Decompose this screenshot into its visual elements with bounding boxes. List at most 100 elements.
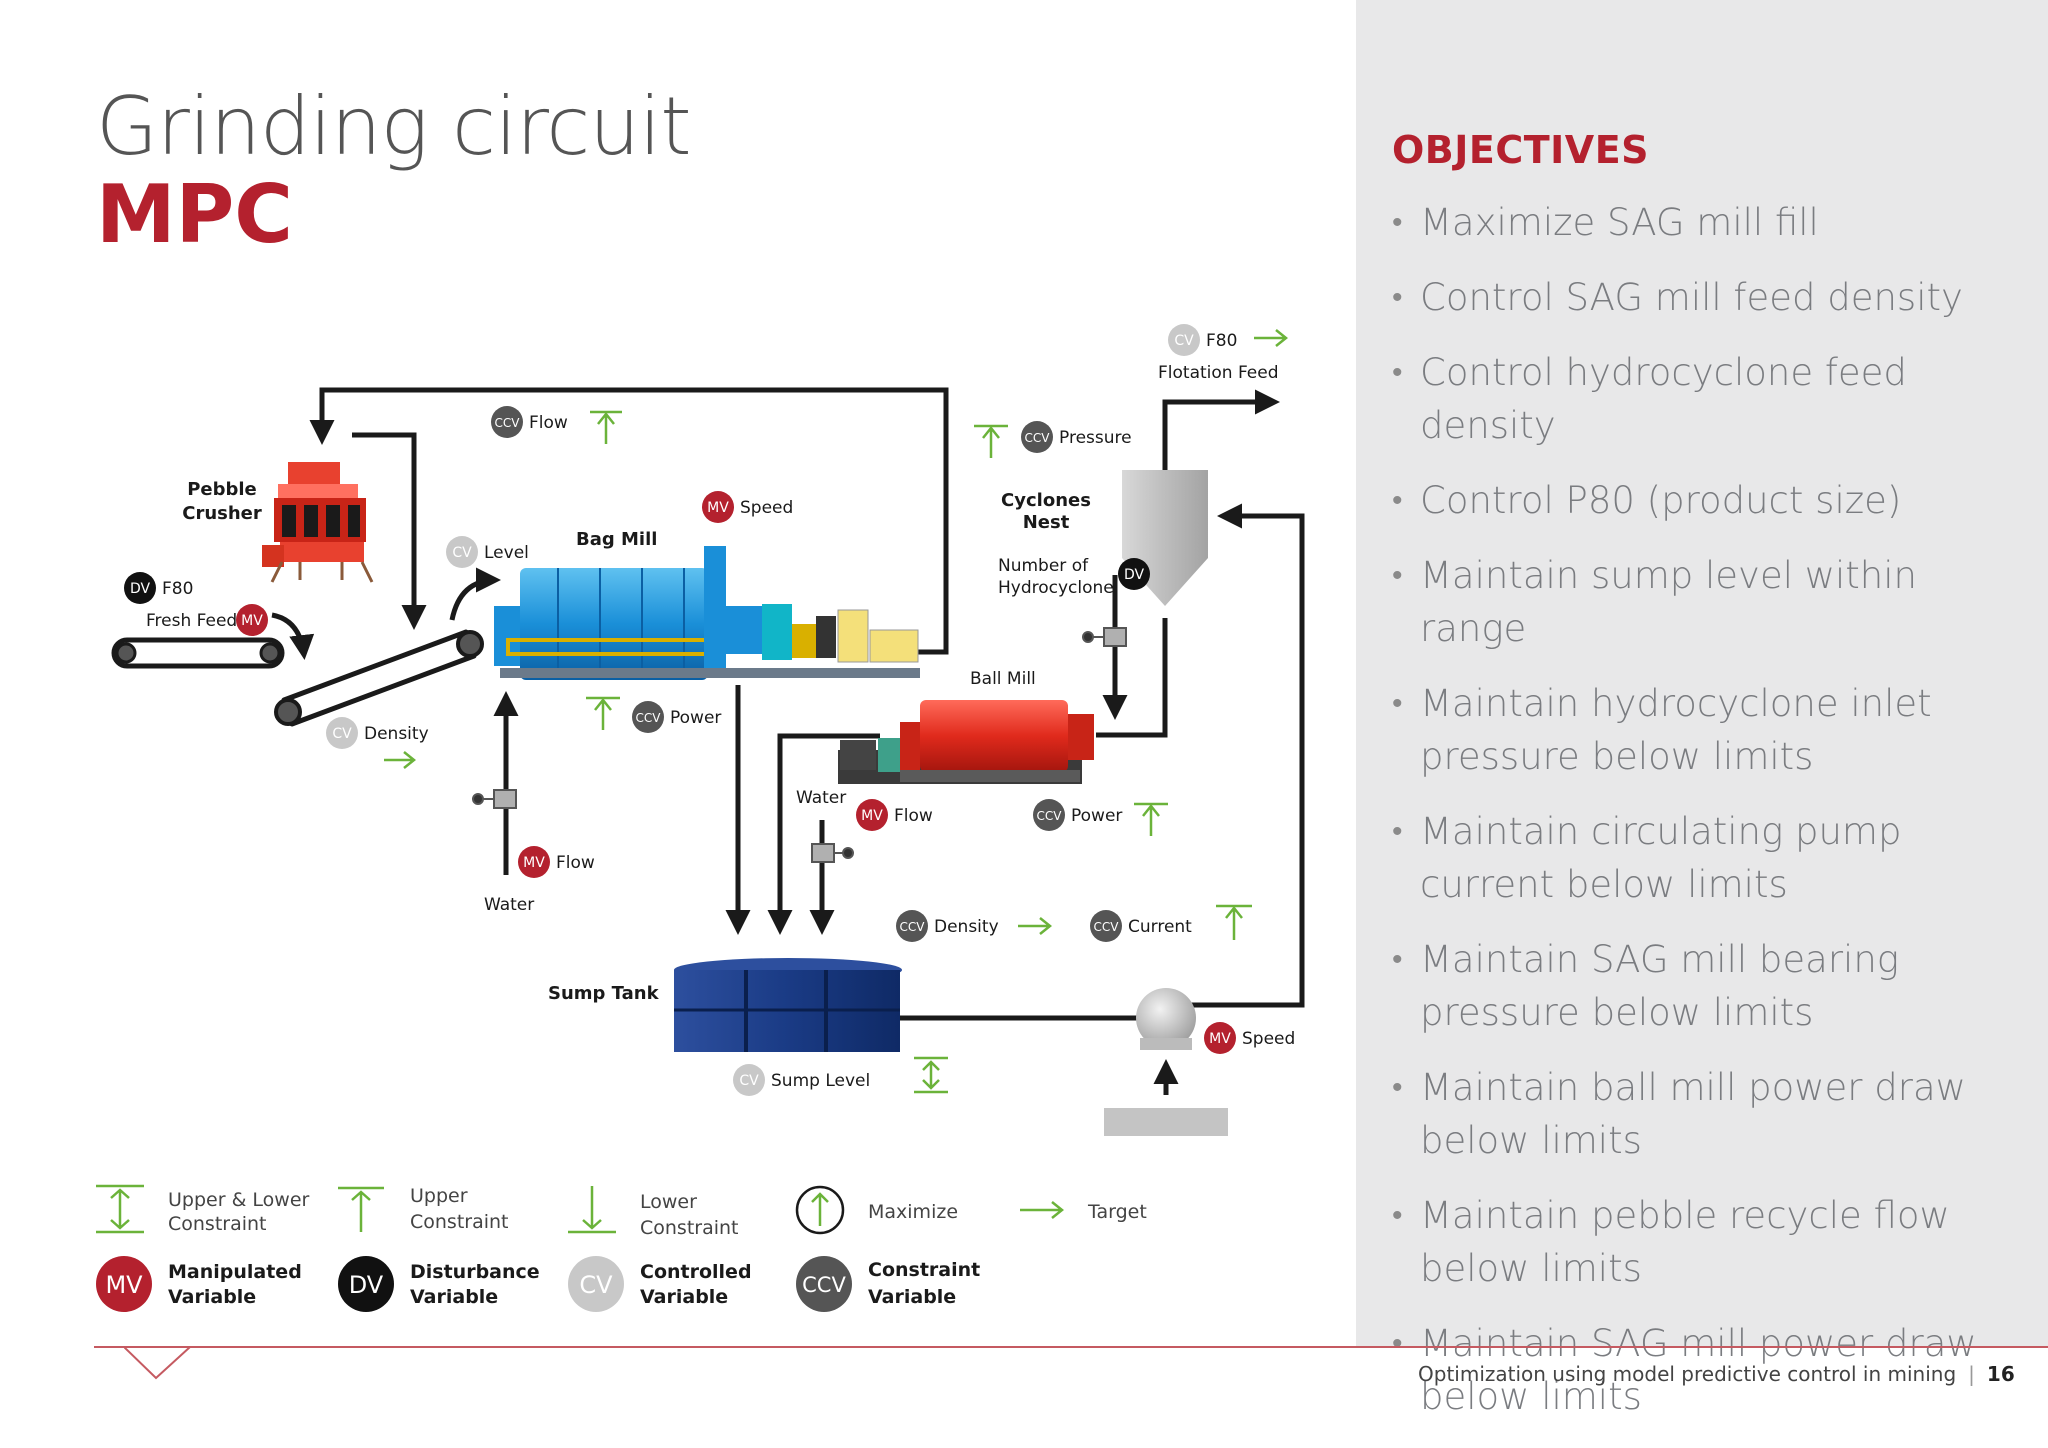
badge-label: Sump Level xyxy=(771,1071,870,1091)
badge-label: Power xyxy=(670,708,721,728)
footer-notch-icon xyxy=(124,1346,191,1380)
svg-text:Target: Target xyxy=(1087,1201,1147,1223)
badge-type: CCV xyxy=(495,416,521,430)
upper-constraint-icon xyxy=(974,424,1008,458)
objective-item: •Maximize SAG mill fill xyxy=(1392,201,1819,244)
cyclone-overflow-line xyxy=(1162,389,1280,470)
cyclone-underflow-line xyxy=(1096,618,1168,738)
pump-to-cyclone-line xyxy=(1190,503,1305,1008)
svg-text:Variable: Variable xyxy=(868,1286,956,1308)
objective-item: •Control SAG mill feed density xyxy=(1392,276,1963,319)
lower-constraint-icon xyxy=(568,1186,616,1234)
badge-type: CCV xyxy=(1094,920,1120,934)
svg-text:Lower: Lower xyxy=(640,1191,697,1213)
badge-label: F80 xyxy=(1206,331,1237,351)
legend-cv: CV Controlled Variable xyxy=(568,1256,752,1312)
legend-maximize: Maximize xyxy=(795,1185,958,1235)
upper-lower-constraint-icon xyxy=(914,1056,948,1094)
legend-mv: MV Manipulated Variable xyxy=(96,1256,302,1312)
upper-constraint-icon xyxy=(586,696,620,730)
badge-label: Flow xyxy=(529,413,568,433)
objective-item: •Maintain circulating pump current below… xyxy=(1392,810,1902,906)
objective-item: •Maintain sump level within range xyxy=(1392,554,1917,650)
cv-badge xyxy=(568,1256,624,1312)
badge-label: Density xyxy=(934,917,999,937)
footer-title: Optimization using model predictive cont… xyxy=(1418,1362,1957,1386)
badge-cv-density: CV Density xyxy=(326,717,429,749)
upper-constraint-icon xyxy=(1134,802,1168,836)
badge-label: Speed xyxy=(740,498,793,518)
svg-text:Disturbance: Disturbance xyxy=(410,1261,540,1283)
objectives-list: •Maximize SAG mill fill •Control SAG mil… xyxy=(1392,196,2032,1445)
footer-divider xyxy=(94,1346,2048,1348)
badge-type: CV xyxy=(332,726,352,742)
label-ball-mill: Ball Mill xyxy=(970,669,1036,689)
ccv-badge xyxy=(796,1256,852,1312)
badge-label: Pressure xyxy=(1059,428,1132,448)
badge-type: MV xyxy=(1209,1031,1231,1047)
legend-dv: DV Disturbance Variable xyxy=(338,1256,540,1312)
dv-badge xyxy=(338,1256,394,1312)
maximize-icon xyxy=(795,1185,845,1235)
label-sump-tank: Sump Tank xyxy=(548,983,660,1004)
recycle-line-top xyxy=(309,387,949,655)
svg-text:Upper: Upper xyxy=(410,1185,468,1207)
badge-type: DV xyxy=(1124,567,1145,583)
svg-text:Manipulated: Manipulated xyxy=(168,1261,302,1283)
objective-item: •Maintain hydrocyclone inlet pressure be… xyxy=(1392,682,1932,778)
svg-text:Upper & Lower: Upper & Lower xyxy=(168,1189,310,1211)
circulating-pump xyxy=(1136,988,1196,1050)
svg-text:CCV: CCV xyxy=(802,1273,846,1297)
label-fresh-feed: Fresh Feed xyxy=(146,611,237,631)
badge-mv-speed-bag: MV Speed xyxy=(702,491,793,523)
badge-mv-fresh-feed: MV xyxy=(236,604,268,636)
page-title: Grinding circuit xyxy=(96,80,692,173)
svg-text:MV: MV xyxy=(105,1271,143,1299)
badge-label: Power xyxy=(1071,806,1122,826)
badge-label: Density xyxy=(364,724,429,744)
page-subtitle: MPC xyxy=(96,168,293,261)
svg-text:Variable: Variable xyxy=(410,1286,498,1308)
label-water-mid: Water xyxy=(796,788,846,808)
fresh-feed-conveyor xyxy=(111,637,285,669)
badge-type: DV xyxy=(130,581,151,597)
conveyor-to-bagmill-arrow xyxy=(449,567,501,621)
ballmill-discharge-line xyxy=(767,733,880,935)
badge-label: Speed xyxy=(1242,1029,1295,1049)
badge-label: Flow xyxy=(894,806,933,826)
svg-text:Constraint: Constraint xyxy=(640,1217,739,1239)
badge-ccv-flow-top: CCV Flow xyxy=(491,406,568,438)
objective-item: •Maintain SAG mill bearing pressure belo… xyxy=(1392,938,1899,1034)
badge-type: CV xyxy=(739,1073,759,1089)
ball-mill xyxy=(838,700,1094,784)
label-flotation-feed: Flotation Feed xyxy=(1158,363,1279,383)
objective-item: •Control hydrocyclone feed density xyxy=(1392,351,1907,447)
upper-lower-constraint-icon xyxy=(96,1184,144,1234)
badge-dv-f80: DV F80 xyxy=(124,572,193,604)
badge-type: CCV xyxy=(636,711,662,725)
target-arrow-icon xyxy=(1018,917,1053,935)
badge-label: F80 xyxy=(162,579,193,599)
legend: Upper & Lower Constraint Upper Constrain… xyxy=(96,1184,1147,1312)
fresh-feed-arrow xyxy=(271,612,315,660)
svg-text:Controlled: Controlled xyxy=(640,1261,752,1283)
mv-badge xyxy=(96,1256,152,1312)
objective-item: •Maintain ball mill power draw below lim… xyxy=(1392,1066,1966,1162)
badge-cv-sump-level: CV Sump Level xyxy=(733,1064,870,1096)
pebble-crusher xyxy=(262,462,374,583)
svg-text:Constraint: Constraint xyxy=(868,1259,980,1281)
upper-constraint-icon xyxy=(338,1186,384,1232)
badge-type: MV xyxy=(707,500,729,516)
svg-text:Constraint: Constraint xyxy=(410,1211,509,1233)
valve-water-mid xyxy=(811,843,854,863)
